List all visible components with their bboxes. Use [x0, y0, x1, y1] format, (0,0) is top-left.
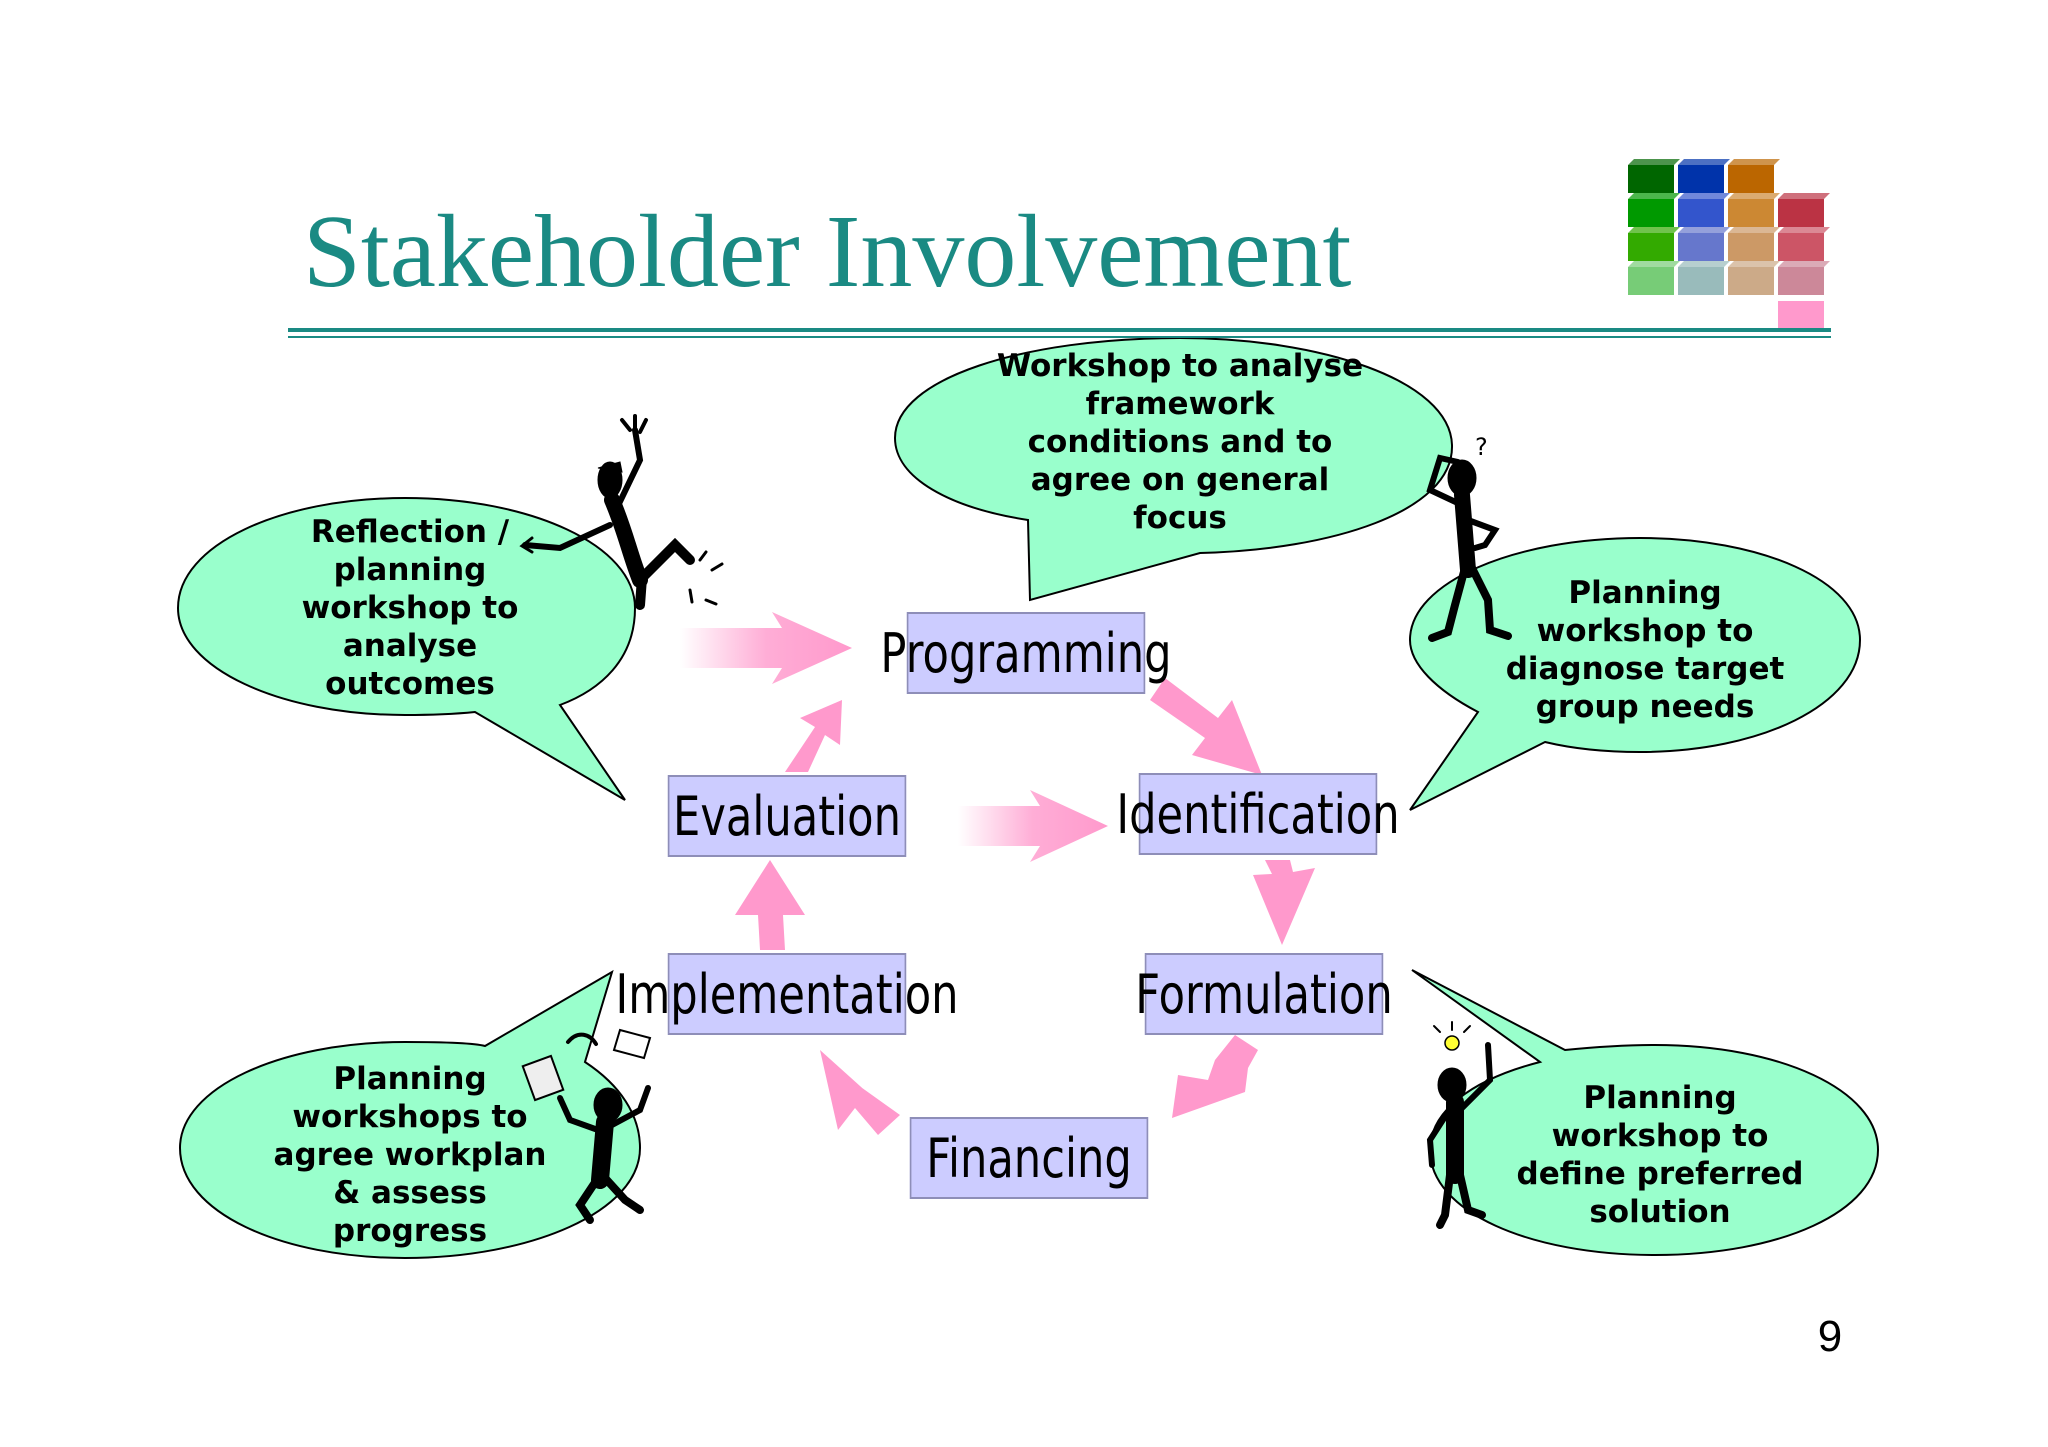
- cycle-arrow-programming-identification: [1150, 678, 1262, 775]
- cycle-arrow-evaluation-programming: [785, 700, 842, 772]
- bubble-diagnose-text: Planning workshop to diagnose target gro…: [1505, 575, 1785, 725]
- logo-cube-top: [1678, 261, 1730, 267]
- bubble-define-text: Planning workshop to define preferred so…: [1516, 1080, 1804, 1230]
- arrow-evaluation-to-identification: [958, 790, 1108, 862]
- logo-cube-top: [1628, 227, 1680, 233]
- cycle-arrow-identification-formulation: [1253, 860, 1315, 945]
- logo-cube: [1778, 233, 1824, 261]
- logo-cube: [1728, 267, 1774, 295]
- logo-cube: [1678, 233, 1724, 261]
- logo-cube-top: [1728, 227, 1780, 233]
- cycle-arrow-financing-implementation: [820, 1050, 900, 1135]
- logo-cube: [1628, 199, 1674, 227]
- logo-cube-top: [1678, 227, 1730, 233]
- logo-cube: [1728, 199, 1774, 227]
- bubble-framework-text: Workshop to analyse framework conditions…: [996, 348, 1364, 536]
- title-underline: [288, 328, 1831, 332]
- stage-implementation: Implementation: [615, 953, 959, 1035]
- logo-cube: [1778, 301, 1824, 329]
- logo-cube-top: [1628, 159, 1680, 165]
- bubble-workplan-shape: [178, 969, 642, 1260]
- logo-cube: [1628, 233, 1674, 261]
- stage-evaluation: Evaluation: [667, 775, 907, 857]
- logo-cube: [1728, 165, 1774, 193]
- bubble-diagnose-shape: [1408, 536, 1862, 811]
- bubble-workplan-text: Planning workshops to agree workplan & a…: [273, 1061, 547, 1249]
- logo-cube: [1628, 165, 1674, 193]
- logo-cube: [1728, 233, 1774, 261]
- idea-figure-icon: [1426, 1021, 1494, 1229]
- bubble-define-shape: [1411, 969, 1880, 1257]
- bubble-reflection-shape: [176, 496, 637, 801]
- logo-cube: [1628, 267, 1674, 295]
- bubble-reflection-text: Reflection / planning workshop to analys…: [301, 514, 519, 702]
- logo-cube-top: [1778, 227, 1830, 233]
- stage-financing: Financing: [909, 1117, 1149, 1199]
- logo-cube: [1778, 267, 1824, 295]
- stage-programming: Programming: [880, 612, 1172, 694]
- logo-cube: [1678, 267, 1724, 295]
- colored-cubes-logo: [1628, 159, 1830, 329]
- jumping-figure-icon: [519, 414, 724, 610]
- slide-title: Stakeholder Involvement: [303, 194, 1352, 309]
- logo-cube: [1678, 199, 1724, 227]
- logo-cube-top: [1778, 261, 1830, 267]
- stage-formulation: Formulation: [1135, 953, 1393, 1035]
- stage-identification: Identification: [1116, 773, 1400, 855]
- thinking-figure-icon: ?: [1426, 433, 1512, 642]
- logo-cube-top: [1728, 261, 1780, 267]
- cycle-arrow-implementation-evaluation: [735, 860, 805, 950]
- arrow-reflection-to-programming: [680, 612, 852, 684]
- logo-cube-top: [1728, 159, 1780, 165]
- logo-cube-top: [1678, 159, 1730, 165]
- logo-cube-top: [1728, 193, 1780, 199]
- logo-cube-top: [1628, 261, 1680, 267]
- title-underline-thin: [288, 336, 1831, 338]
- page-number: 9: [1817, 1312, 1843, 1361]
- svg-text:?: ?: [1475, 433, 1488, 461]
- logo-cube-top: [1628, 193, 1680, 199]
- logo-cube: [1678, 165, 1724, 193]
- logo-cube: [1778, 199, 1824, 227]
- cycle-arrow-formulation-financing: [1172, 1035, 1258, 1118]
- logo-cube-top: [1778, 193, 1830, 199]
- bubble-framework-shape: [893, 336, 1454, 602]
- juggling-figure-icon: [521, 1028, 652, 1224]
- logo-cube-top: [1678, 193, 1730, 199]
